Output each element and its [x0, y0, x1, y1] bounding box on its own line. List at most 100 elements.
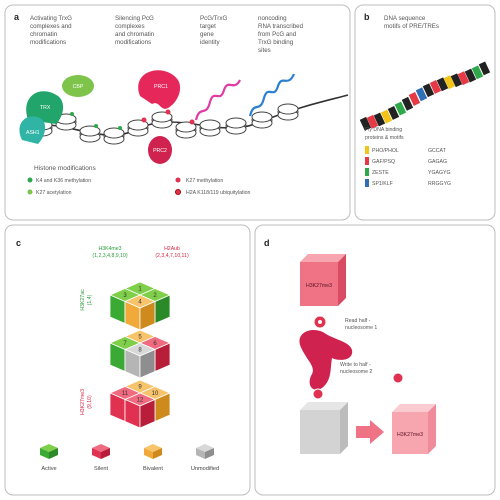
k4-mark — [70, 112, 74, 116]
axis-h3k4me3: H3K4me3 — [98, 246, 121, 252]
cube-number: 2 — [153, 293, 157, 299]
legend-item: Silent — [92, 444, 110, 472]
result-cube-front — [392, 412, 428, 454]
panel-b: b DNA sequence motifs of PRE/TREs Fly DN… — [354, 4, 496, 221]
prc1-complex — [138, 70, 181, 109]
motif-color-bar — [365, 157, 369, 165]
cube-number: 1 — [138, 287, 142, 293]
dna-segment — [429, 79, 442, 94]
dna-segment — [457, 71, 470, 86]
grey-cube-front — [300, 410, 340, 454]
dna-segment — [380, 109, 393, 124]
legend-item: Unmodified — [191, 444, 219, 472]
dna-segment — [366, 114, 379, 129]
cube-number: 5 — [138, 335, 142, 341]
h2aub-marker — [175, 189, 181, 195]
cube-number: 11 — [122, 391, 129, 397]
nucleosome — [55, 112, 77, 131]
cube-cell: 12 — [123, 392, 157, 429]
axis-h3k27me3: H3K27me3 — [80, 389, 86, 415]
dna-segment — [436, 77, 449, 92]
top-cube-label: H3K27me3 — [306, 283, 332, 289]
prc2-complex — [148, 136, 172, 164]
cbp-label: CBP — [73, 84, 84, 90]
title-ncrna: noncoding RNA transcribed from PcG and T… — [258, 15, 305, 54]
dna-segment — [450, 73, 463, 88]
legend-label: Active — [41, 466, 56, 472]
prc1-label: PRC1 — [154, 84, 168, 90]
dna-segment — [373, 112, 386, 127]
legend-label: Bivalent — [143, 466, 163, 472]
dna-segment — [471, 65, 484, 80]
nucleosomes — [31, 103, 299, 145]
ash1-complex — [19, 116, 46, 144]
axis-h2aub: H2Aub — [164, 246, 180, 252]
conversion-arrow-icon — [356, 420, 384, 444]
top-cube-front — [300, 262, 338, 306]
dna-segment — [394, 101, 407, 116]
read-label: Read half - nucleosome 1 — [345, 318, 377, 331]
axis-h3k27ac-sub: (1,4) — [87, 294, 93, 305]
k4-mark — [118, 126, 122, 130]
dna-segment — [401, 96, 414, 111]
k27me-mark — [165, 109, 171, 115]
motif-protein: SP1/KLF — [372, 181, 393, 187]
written-mark-icon — [392, 372, 404, 384]
dna-segment — [415, 87, 428, 102]
result-cube-top — [392, 404, 436, 412]
dna-segment — [464, 68, 477, 83]
nucleosome — [175, 119, 197, 139]
cube-cell: 6 — [138, 336, 172, 373]
cube-cell: 4 — [123, 294, 157, 331]
histone-mod-0: K4 and K36 methylation — [36, 178, 91, 184]
k27me-marker — [175, 177, 181, 183]
prc2-label: PRC2 — [153, 148, 167, 154]
axis-h2aub-sub: (2,3,4,7,10,11) — [155, 253, 189, 259]
panel-a: a Activating TrxG complexes and chromati… — [4, 4, 351, 221]
dna-motif-strand — [359, 61, 491, 131]
panel-c: c H3K4me3 (1,2,3,4,8,9,10) H2Aub (2,3,4,… — [4, 224, 251, 496]
axis-h3k27me3-sub: (9,10) — [87, 395, 93, 409]
panel-d-letter: d — [264, 238, 270, 248]
axis-h3k4me3-sub: (1,2,3,4,8,9,10) — [92, 253, 127, 259]
cbp-complex — [62, 75, 94, 97]
k4-mark — [94, 124, 98, 128]
cube-number: 4 — [138, 300, 142, 306]
grey-cube-top — [300, 402, 348, 410]
fly-title: Fly DNA binding proteins & motifs — [365, 127, 404, 141]
cube-number: 8 — [138, 348, 142, 354]
title-activating: Activating TrxG complexes and chromatin … — [30, 15, 74, 46]
nucleosome — [127, 117, 149, 137]
panel-d-frame — [254, 224, 496, 496]
panel-a-frame — [4, 4, 351, 221]
cube-number: 7 — [123, 341, 127, 347]
cube-number: 9 — [138, 385, 142, 391]
motif-sequence: YGAGYG — [428, 170, 451, 176]
motif-sequence: GAGAG — [428, 159, 447, 165]
panel-a-letter: a — [14, 12, 20, 22]
motif-color-bar — [365, 168, 369, 176]
motif-protein: PHO/PHOL — [372, 148, 399, 154]
cube-number: 3 — [123, 293, 127, 299]
ncrna-pcg-squiggle — [194, 79, 241, 121]
cube-number: 12 — [137, 398, 144, 404]
k27me-mark — [141, 117, 147, 123]
trx-label: TRX — [40, 105, 51, 111]
legend-label: Unmodified — [191, 466, 219, 472]
histone-mod-2: K27 methylation — [186, 178, 223, 184]
top-cube-top — [300, 254, 346, 262]
top-cube-side — [338, 254, 346, 306]
dna-segment — [387, 105, 400, 120]
write-label: Write to half - nucleosome 2 — [340, 362, 372, 375]
legend-item: Active — [40, 444, 58, 472]
panel-b-letter: b — [364, 12, 370, 22]
k4-k36-marker — [27, 177, 33, 183]
panel-d: d H3K27me3 Read half - nucleosome 1 Writ… — [254, 224, 496, 496]
cube-cell: 8 — [123, 342, 157, 379]
motif-sequence: GCCAT — [428, 148, 447, 154]
histone-mod-1: K27 acetylation — [36, 190, 72, 196]
nucleosome — [103, 126, 125, 145]
